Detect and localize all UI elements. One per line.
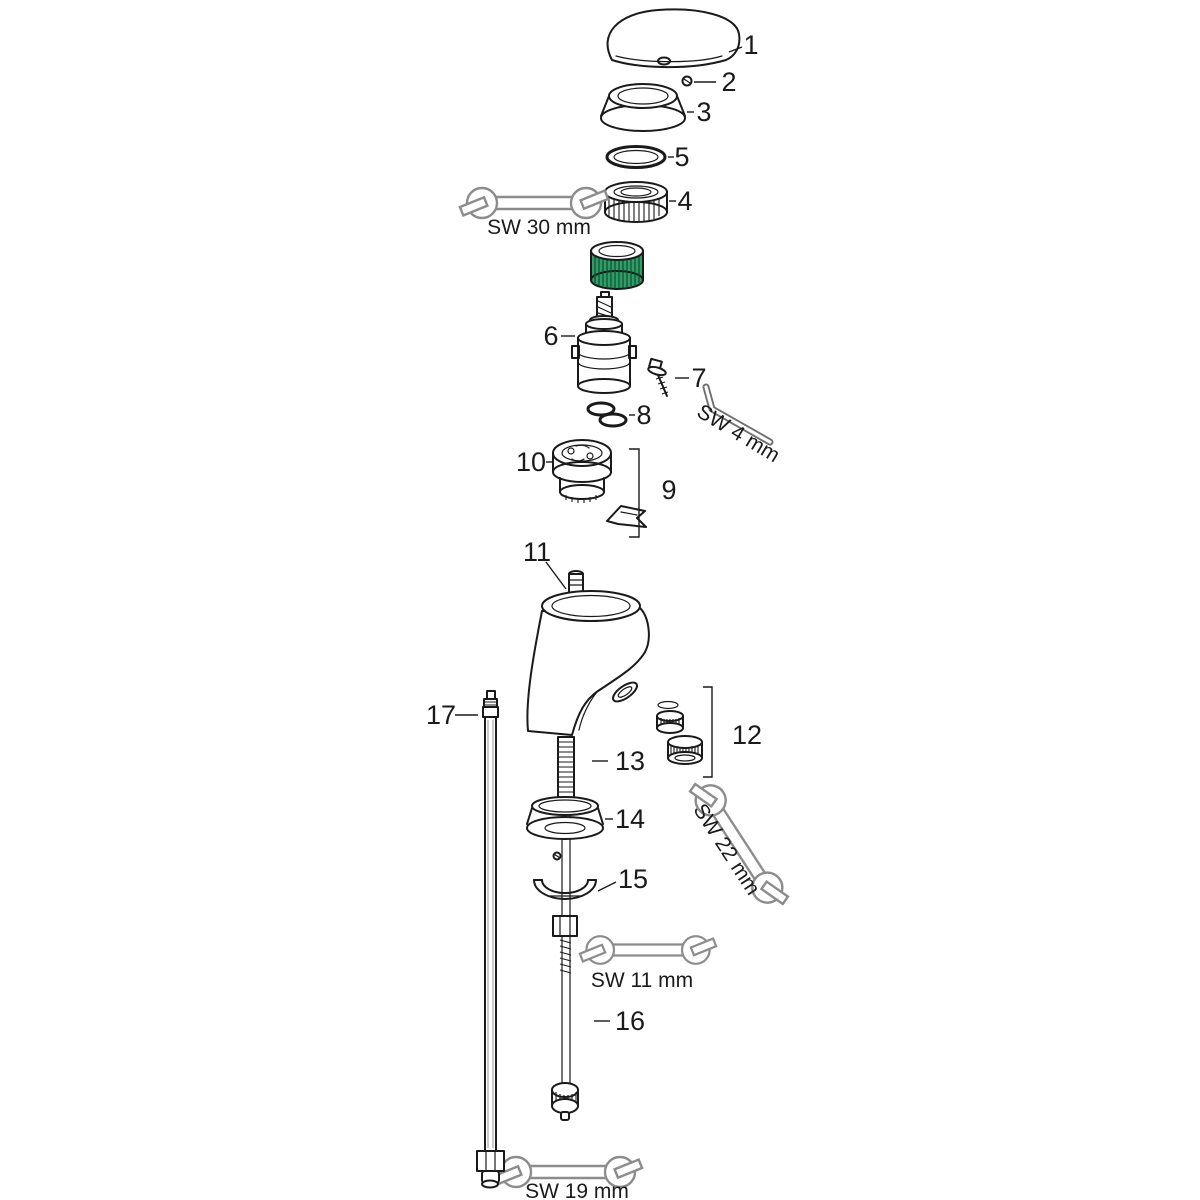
- callout-12: 12: [703, 686, 762, 778]
- part-o-ring-set: [586, 401, 628, 428]
- callout-12-label: 12: [732, 720, 762, 750]
- callout-10: 10: [516, 447, 552, 477]
- allen-key-4-label: SW 4 mm: [693, 400, 784, 467]
- allen-key-4-icon: [702, 383, 774, 446]
- wrench-11-icon: [578, 935, 718, 965]
- part-threaded-rod: [559, 801, 572, 1089]
- callout-15-label: 15: [618, 864, 648, 894]
- callout-16-label: 16: [615, 1006, 645, 1036]
- callout-11-label: 11: [523, 537, 551, 567]
- callout-2-label: 2: [721, 67, 736, 97]
- part-ring-nut: [604, 181, 668, 223]
- part-connection-hose: [557, 736, 575, 802]
- part-aerator-set: [656, 700, 703, 765]
- callout-10-label: 10: [516, 447, 546, 477]
- callout-14: 14: [605, 804, 645, 834]
- callout-17: 17: [426, 700, 478, 730]
- callout-8-label: 8: [636, 400, 651, 430]
- callout-16: 16: [594, 1006, 645, 1036]
- part-faucet-body: [526, 570, 650, 736]
- part-handle: [606, 8, 741, 69]
- callout-5: 5: [668, 142, 690, 172]
- callout-7-label: 7: [691, 363, 706, 393]
- callout-4-label: 4: [677, 186, 692, 216]
- part-escutcheon-cap: [600, 83, 686, 132]
- callout-8: 8: [629, 400, 652, 430]
- part-base-gasket: [526, 796, 604, 840]
- wrench-30-label: SW 30 mm: [487, 216, 591, 239]
- part-mounting-nut: [552, 915, 578, 937]
- callout-2: 2: [694, 67, 737, 97]
- wrench-19-label: SW 19 mm: [525, 1180, 629, 1200]
- callout-5-label: 5: [674, 142, 689, 172]
- callout-3: 3: [687, 97, 712, 127]
- callout-17-label: 17: [426, 700, 456, 730]
- part-retaining-clip: [606, 505, 647, 528]
- callout-9: 9: [629, 448, 677, 538]
- callout-13: 13: [592, 746, 645, 776]
- callout-3-label: 3: [696, 97, 711, 127]
- callout-13-label: 13: [615, 746, 645, 776]
- callout-1: 1: [728, 30, 759, 60]
- part-non-return-valve: [552, 439, 612, 503]
- callout-9-label: 9: [661, 475, 676, 505]
- wrench-22-icon: [684, 772, 794, 916]
- wrench-30-icon: [458, 186, 610, 220]
- callout-1-label: 1: [743, 30, 758, 60]
- part-cartridge: [571, 291, 637, 394]
- part-fixing-screw: [647, 357, 669, 397]
- part-rod-ball-end: [551, 1082, 579, 1121]
- callout-6: 6: [543, 321, 575, 351]
- part-supply-hose: [476, 690, 505, 1189]
- callout-11: 11: [523, 537, 567, 590]
- part-adapter-ring: [590, 241, 644, 290]
- callout-7: 7: [675, 363, 707, 393]
- wrench-11-label: SW 11 mm: [591, 969, 693, 992]
- callout-14-label: 14: [615, 804, 645, 834]
- part-handle-screw: [681, 75, 693, 87]
- callout-15: 15: [597, 864, 648, 894]
- callout-6-label: 6: [543, 321, 558, 351]
- part-mounting-clamp: [533, 851, 597, 900]
- callout-4: 4: [669, 186, 693, 216]
- part-seal-ring: [605, 145, 667, 169]
